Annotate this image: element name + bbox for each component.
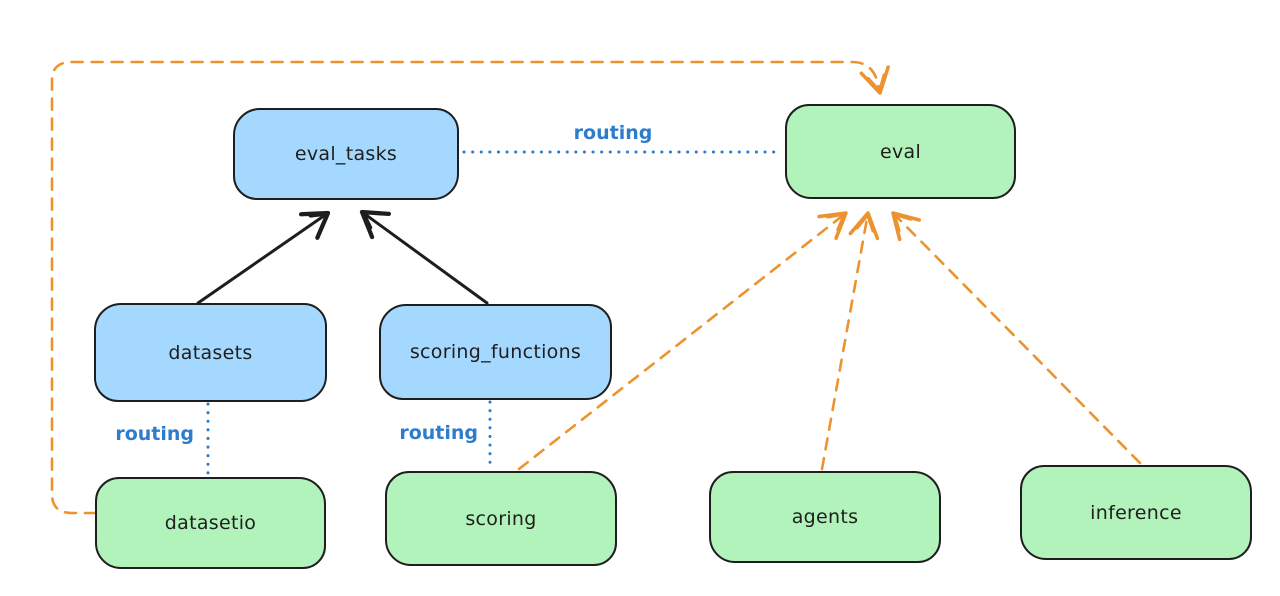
node-datasets-label: datasets: [168, 341, 253, 364]
edge-scoring-to-eval: [517, 211, 848, 471]
routing-label-eval_tasks-eval: routing: [574, 122, 653, 144]
edge-scoring_functions-to-eval_tasks: [359, 209, 489, 305]
node-eval-tasks: eval_tasks: [233, 108, 459, 200]
routing-label-datasets-datasetio: routing: [115, 423, 194, 445]
edge-agents-to-eval: [820, 211, 880, 471]
edge-datasetio-to-eval-loop: [50, 60, 890, 515]
node-datasetio: datasetio: [95, 477, 326, 569]
node-agents: agents: [709, 471, 941, 563]
node-datasets: datasets: [94, 303, 327, 402]
node-eval-tasks-label: eval_tasks: [294, 143, 398, 165]
node-eval-label: eval: [879, 140, 922, 163]
node-scoring-functions: scoring_functions: [379, 304, 612, 400]
node-inference-label: inference: [1090, 501, 1182, 524]
node-datasetio-label: datasetio: [164, 512, 257, 534]
node-scoring-functions-label: scoring_functions: [409, 341, 582, 363]
node-inference: inference: [1020, 465, 1252, 560]
routing-label-scoring_functions-scoring: routing: [399, 422, 478, 444]
node-eval: eval: [785, 104, 1016, 199]
edge-inference-to-eval: [891, 211, 1142, 465]
node-agents-label: agents: [791, 506, 859, 528]
node-scoring-label: scoring: [465, 507, 537, 530]
edge-datasets-to-eval_tasks: [196, 210, 331, 305]
node-scoring: scoring: [385, 471, 617, 566]
